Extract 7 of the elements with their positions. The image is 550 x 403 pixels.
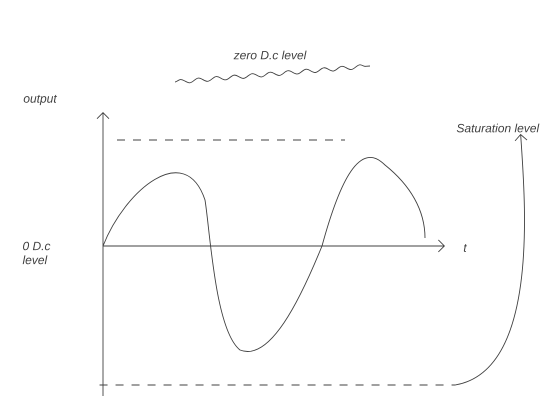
heading-text: zero D.c level: [234, 50, 307, 60]
axis-label: 0 D.c level: [22, 242, 50, 264]
axis-label: output: [24, 94, 58, 106]
curved-arrow: [455, 134, 528, 386]
axis-label: t: [464, 244, 468, 252]
saturation-line: [99, 384, 456, 386]
label-text: Saturation level: [456, 124, 540, 132]
